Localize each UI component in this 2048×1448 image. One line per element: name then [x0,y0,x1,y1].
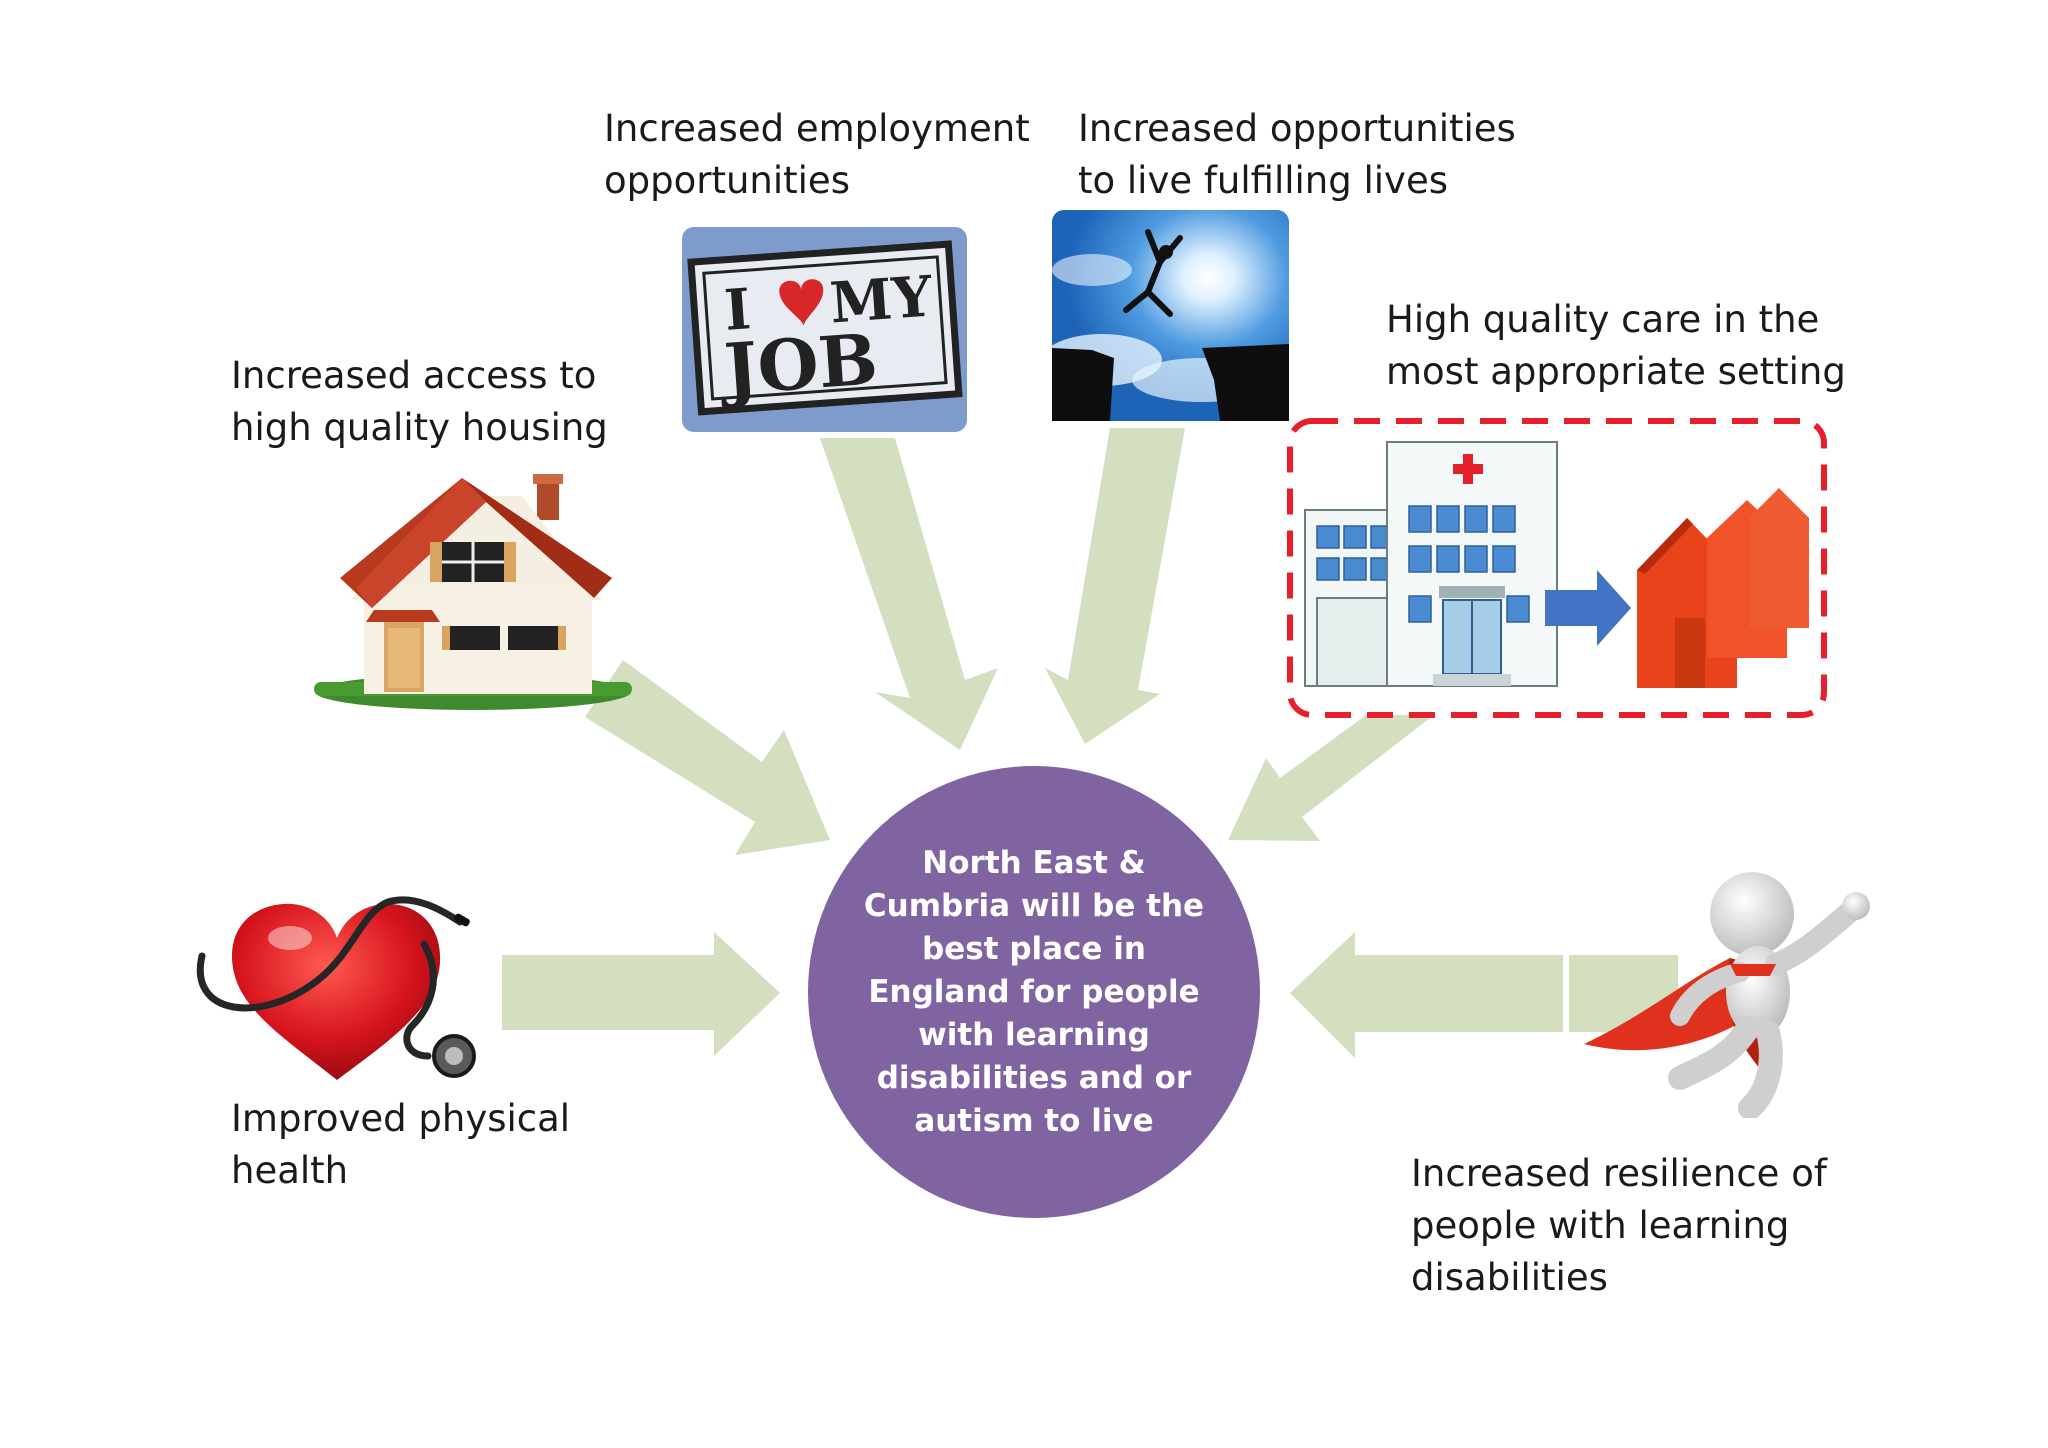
center-goal-line: North East & [922,844,1146,881]
arrow-from-fulfilling [1045,428,1185,744]
center-goal-line: Cumbria will be the [863,887,1205,924]
label-line: health [231,1149,349,1192]
label-fulfilling: Increased opportunities to live fulfilli… [1078,103,1516,207]
hospital-to-homes-icon [1287,418,1827,718]
label-line: Improved physical [231,1097,571,1140]
label-line: Increased employment [604,107,1030,150]
superhero-figure-icon [1580,868,1870,1118]
arrow-divider [1563,950,1569,1038]
center-goal-line: best place in [922,930,1146,967]
center-goal-line: disabilities and or [876,1059,1192,1096]
stamp-word-job: JOB [716,317,881,411]
label-line: high quality housing [231,406,608,449]
label-line: to live fulfilling lives [1078,159,1448,202]
label-line: High quality care in the [1386,298,1820,341]
label-line: disabilities [1411,1256,1608,1299]
center-goal-line: autism to live [914,1102,1154,1139]
center-goal-line: England for people [868,973,1200,1010]
label-line: most appropriate setting [1386,350,1846,393]
center-goal-circle: North East & Cumbria will be the best pl… [808,766,1260,1218]
label-care: High quality care in the most appropriat… [1386,294,1846,398]
stamp-letter-i: I [722,276,753,344]
arrow-from-health [502,932,780,1056]
label-line: Increased resilience of [1411,1152,1827,1195]
leaping-figure-sky-icon [1052,210,1289,421]
label-line: opportunities [604,159,850,202]
label-line: Increased access to [231,354,597,397]
center-goal-text: North East & Cumbria will be the best pl… [854,842,1214,1143]
house-icon [312,460,634,712]
arrow-from-employment [820,438,998,750]
label-line: Increased opportunities [1078,107,1516,150]
label-line: people with learning [1411,1204,1790,1247]
heart-stethoscope-icon [192,896,482,1086]
label-resilience: Increased resilience of people with lear… [1411,1148,1827,1304]
arrow-from-housing [585,660,830,855]
label-housing: Increased access to high quality housing [231,350,608,454]
label-employment: Increased employment opportunities [604,103,1030,207]
arrow-from-resilience [1290,932,1678,1058]
center-goal-line: with learning [918,1016,1150,1053]
arrow-from-care [1228,705,1430,841]
stamp-word-my: MY [828,263,935,336]
label-health: Improved physical health [231,1093,570,1197]
i-love-my-job-stamp: I MY JOB [682,227,967,432]
